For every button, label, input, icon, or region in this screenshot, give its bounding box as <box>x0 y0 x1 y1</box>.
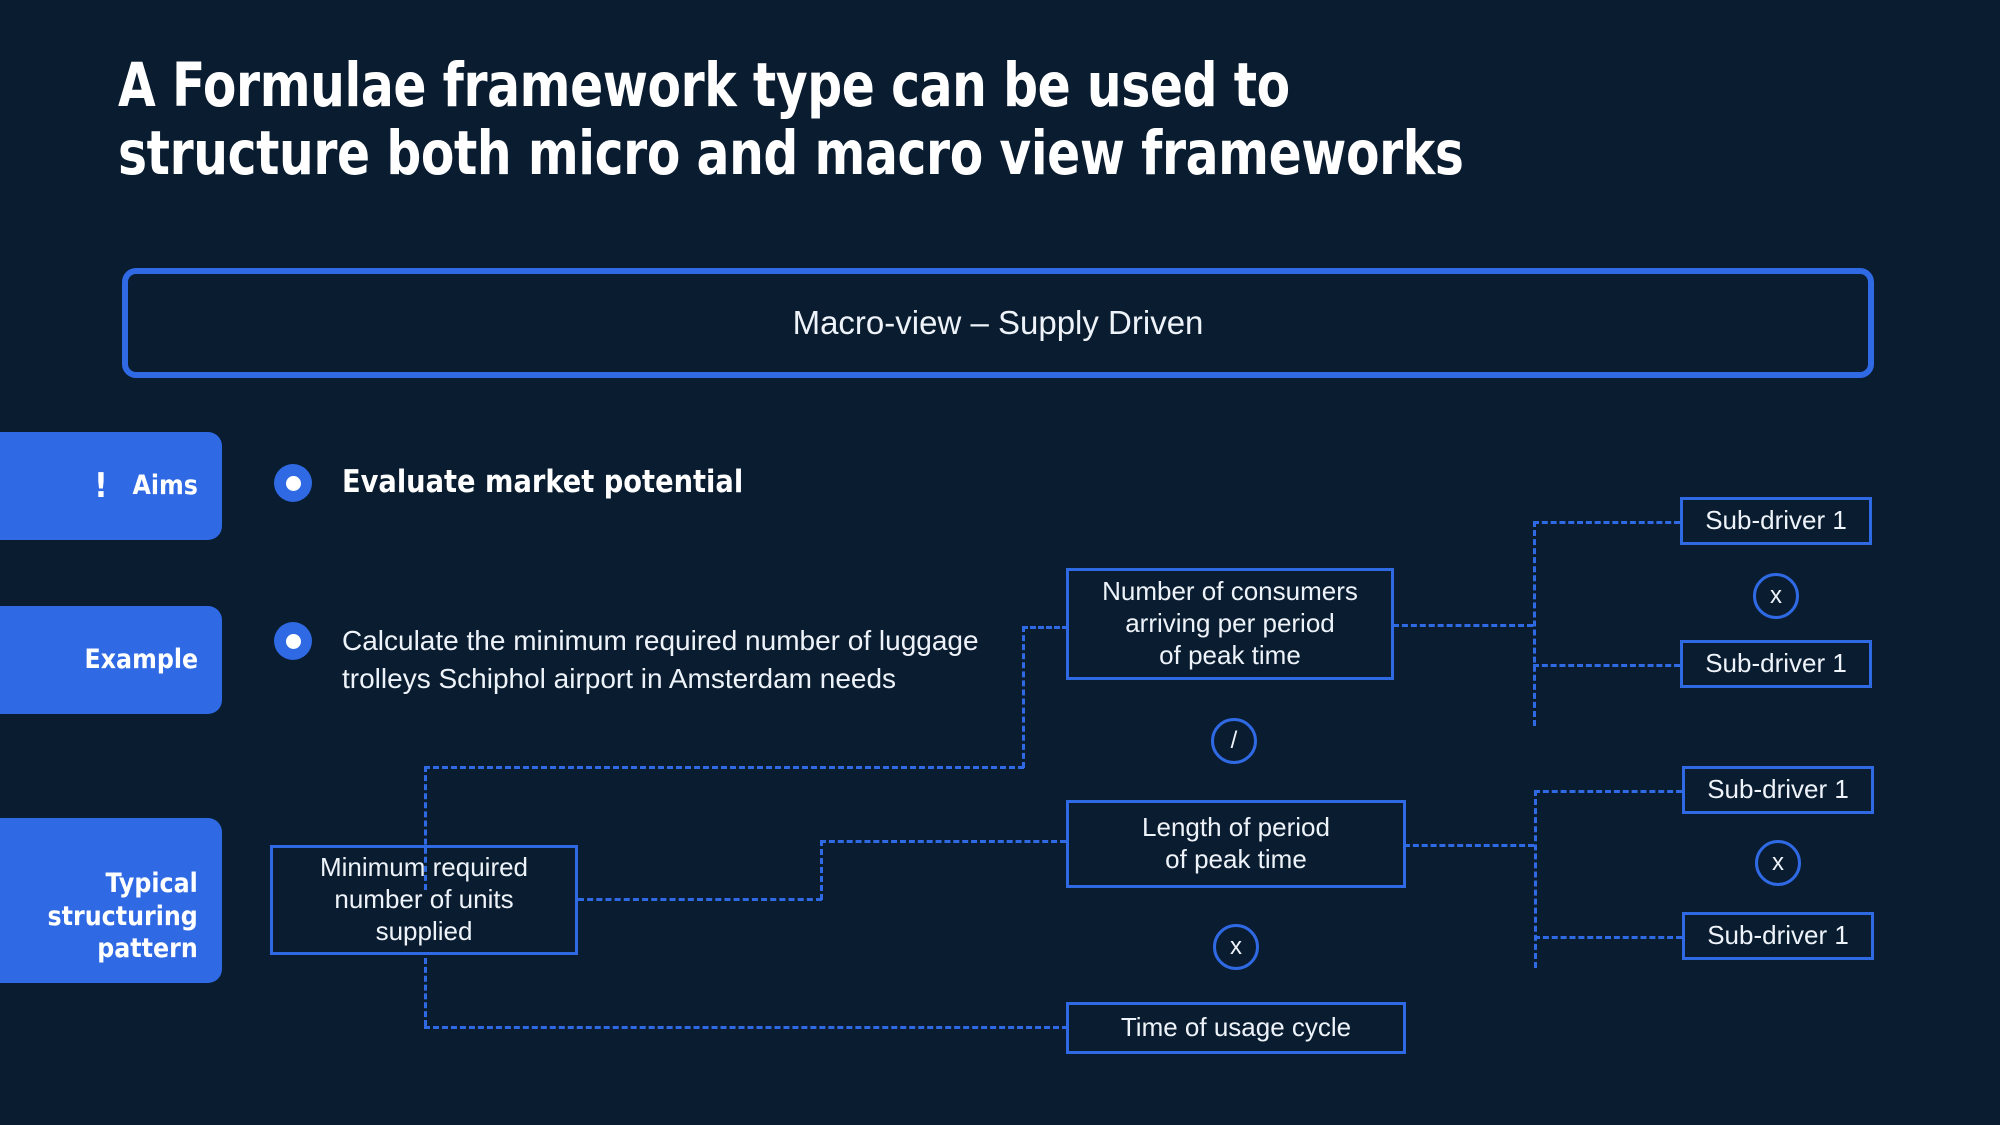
connector-driver2-riser <box>820 840 823 900</box>
bullet-dot-icon <box>274 622 312 660</box>
connector-result-up-h <box>424 766 1024 769</box>
node-driver-usage-cycle[interactable]: Time of usage cycle <box>1066 1002 1406 1054</box>
connector-subbranch-top <box>1533 521 1536 726</box>
bullet-example: Calculate the minimum required number of… <box>274 622 1042 698</box>
node-driver-consumers[interactable]: Number of consumers arriving per period … <box>1066 568 1394 680</box>
sidebar-item-label-aims: Aims <box>132 469 198 501</box>
connector-sub3-in <box>1534 790 1682 793</box>
node-sub-driver-2[interactable]: Sub-driver 1 <box>1680 640 1872 688</box>
bullet-aims: Evaluate market potential <box>274 464 798 502</box>
bullet-dot-icon <box>274 464 312 502</box>
connector-driver1-in <box>1022 626 1068 629</box>
node-minimum-required-units[interactable]: Minimum required number of units supplie… <box>270 845 578 955</box>
sidebar-item-label-pattern: Typical structuring pattern <box>47 868 198 964</box>
connector-driver3-in <box>424 1026 1068 1029</box>
connector-driver1-out <box>1393 624 1533 627</box>
node-sub-driver-4[interactable]: Sub-driver 1 <box>1682 912 1874 960</box>
operator-multiply-main: x <box>1213 924 1259 970</box>
page-title: A Formulae framework type can be used to… <box>118 50 1464 190</box>
sidebar-item-label-example: Example <box>84 643 198 675</box>
bullet-example-text: Calculate the minimum required number of… <box>342 625 979 694</box>
operator-multiply-sub-bottom: x <box>1755 840 1801 886</box>
sidebar-item-pattern[interactable]: Typical structuring pattern <box>0 818 222 983</box>
macro-view-banner: Macro-view – Supply Driven <box>122 268 1874 378</box>
sidebar-item-aims[interactable]: ! Aims <box>0 432 222 540</box>
connector-sub2-in <box>1533 664 1680 667</box>
connector-driver2-in <box>820 840 1066 843</box>
bullet-aims-text: Evaluate market potential <box>342 464 744 500</box>
connector-sub1-in <box>1533 521 1680 524</box>
connector-driver1-riser <box>1022 626 1025 768</box>
node-sub-driver-1[interactable]: Sub-driver 1 <box>1680 497 1872 545</box>
node-sub-driver-3[interactable]: Sub-driver 1 <box>1682 766 1874 814</box>
connector-subbranch-bottom <box>1534 790 1537 968</box>
connector-driver2-out <box>1404 844 1534 847</box>
connector-result-down <box>424 958 427 1026</box>
node-driver-length-peak[interactable]: Length of period of peak time <box>1066 800 1406 888</box>
connector-result-right <box>578 898 822 901</box>
macro-view-label: Macro-view – Supply Driven <box>792 304 1204 341</box>
connector-result-up <box>424 766 427 890</box>
operator-divide-main: / <box>1211 718 1257 764</box>
sidebar-item-example[interactable]: Example <box>0 606 222 714</box>
connector-sub4-in <box>1534 936 1682 939</box>
operator-multiply-sub-top: x <box>1753 573 1799 619</box>
exclamation-icon: ! <box>94 466 108 506</box>
